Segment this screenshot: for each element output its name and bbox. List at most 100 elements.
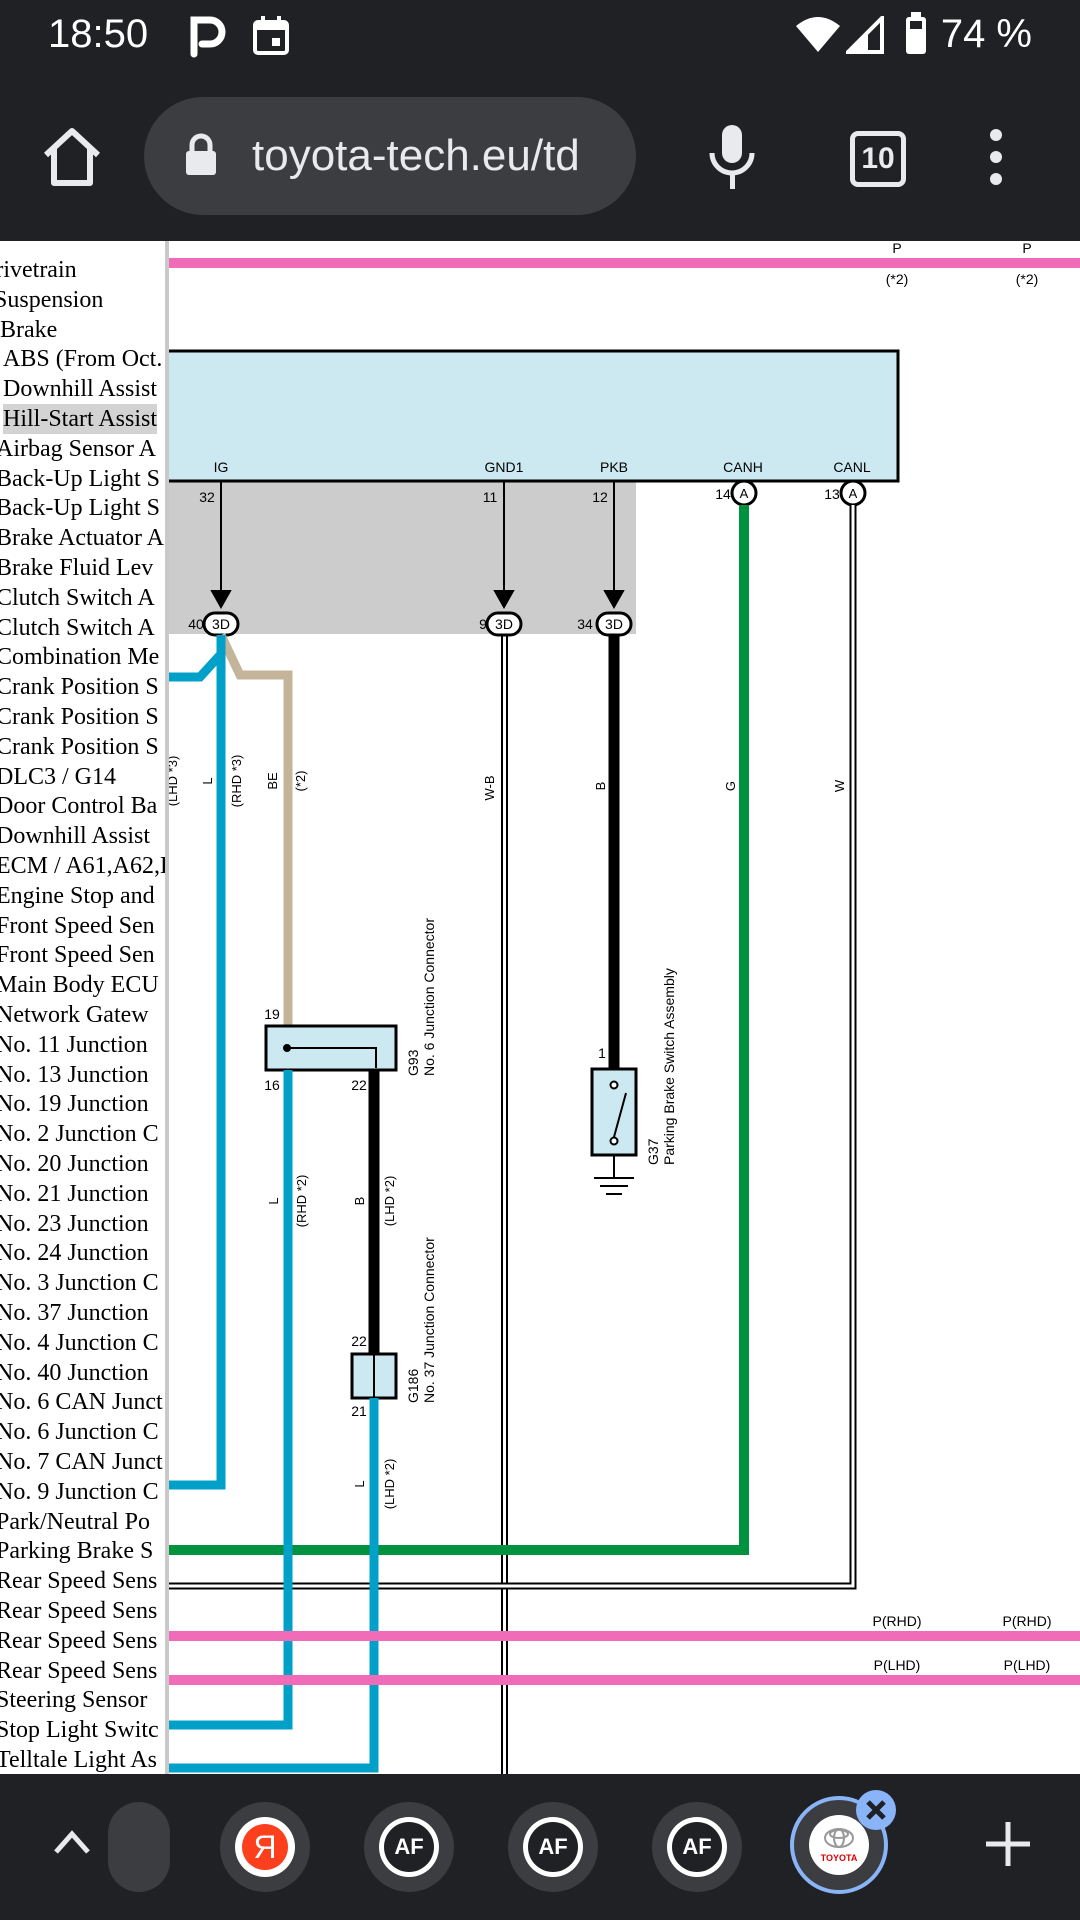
af-icon: AF: [672, 1822, 722, 1872]
sidebar-item[interactable]: Suspension: [0, 286, 104, 313]
chevron-up-icon[interactable]: [52, 1828, 92, 1856]
connector-name: No. 37 Junction Connector: [421, 1237, 437, 1403]
sidebar-item[interactable]: Drivetrain: [0, 257, 77, 283]
sidebar-item[interactable]: Front Speed Sen: [0, 942, 155, 969]
connector-code: G37: [645, 1138, 661, 1165]
plus-icon[interactable]: [984, 1820, 1032, 1868]
sidebar-item[interactable]: Rear Speed Sens: [0, 1627, 158, 1654]
sidebar-item[interactable]: Clutch Switch A: [0, 614, 155, 641]
connector-code: G93: [405, 1049, 421, 1076]
sidebar-item[interactable]: Crank Position S: [0, 733, 159, 760]
wire-label: (*2): [293, 771, 308, 792]
mic-icon[interactable]: [708, 125, 756, 191]
sidebar-item[interactable]: Downhill Assist: [0, 823, 151, 850]
toyota-icon: [824, 1828, 854, 1848]
af-icon: AF: [528, 1822, 578, 1872]
top-label: P: [1022, 241, 1031, 256]
sidebar-item[interactable]: Brake: [0, 316, 58, 343]
sidebar-item[interactable]: ABS (From Oct.: [3, 346, 163, 373]
sidebar-item[interactable]: No. 7 CAN Junct: [0, 1449, 163, 1475]
ecu-box: [158, 349, 900, 483]
sidebar-item[interactable]: No. 2 Junction C: [0, 1121, 159, 1148]
sidebar-item[interactable]: Rear Speed Sens: [0, 1657, 158, 1684]
sidebar-item[interactable]: No. 20 Junction: [0, 1151, 149, 1177]
wire-label: BE: [265, 772, 280, 790]
sidebar-item[interactable]: Crank Position S: [0, 674, 159, 701]
wire-label: (RHD *3): [229, 755, 244, 808]
sidebar-item[interactable]: Network Gatew: [0, 1002, 149, 1028]
tab-count: 10: [861, 142, 895, 175]
sidebar-item[interactable]: No. 6 CAN Junct: [0, 1389, 163, 1416]
tab-af[interactable]: AF: [508, 1802, 598, 1892]
pin-number: 32: [199, 489, 215, 505]
sidebar-item[interactable]: No. 6 Junction C: [0, 1419, 159, 1446]
sidebar-item[interactable]: No. 4 Junction C: [0, 1329, 159, 1356]
connector-3d: [485, 611, 523, 637]
pin-number: 11: [483, 489, 498, 505]
wiring-diagram: P (*2) P (*2) IG GND1 PKB CANH CANL 32 1…: [158, 241, 1080, 1774]
sidebar-item[interactable]: No. 3 Junction C: [0, 1270, 159, 1297]
sidebar-item[interactable]: Parking Brake S: [0, 1538, 154, 1565]
sidebar-item[interactable]: Rear Speed Sens: [0, 1568, 158, 1595]
sidebar-item[interactable]: Park/Neutral Po: [0, 1508, 150, 1535]
sidebar-item[interactable]: Main Body ECU: [0, 972, 159, 999]
battery-percent: 74 %: [940, 12, 1032, 56]
sidebar-item[interactable]: Telltale Light As: [0, 1747, 157, 1773]
af-icon: AF: [384, 1822, 434, 1872]
wire-label: (LHD *2): [382, 1459, 397, 1510]
page-content: P (*2) P (*2) IG GND1 PKB CANH CANL 32 1…: [0, 241, 1080, 1774]
sidebar-item[interactable]: No. 19 Junction: [0, 1091, 149, 1118]
sidebar-item[interactable]: Rear Speed Sens: [0, 1598, 158, 1624]
sidebar-item[interactable]: Back-Up Light S: [0, 465, 160, 492]
sidebar-item[interactable]: Combination Me: [0, 644, 160, 671]
tab-af[interactable]: AF: [364, 1802, 454, 1892]
sidebar-item[interactable]: Crank Position S: [0, 704, 159, 730]
url-text[interactable]: toyota-tech.eu/td: [252, 131, 580, 180]
wire-label: L: [352, 1480, 367, 1487]
lock-icon[interactable]: [184, 133, 218, 177]
wire-label: G: [723, 781, 738, 791]
sidebar-item[interactable]: No. 9 Junction C: [0, 1478, 159, 1505]
sidebar-item[interactable]: Clutch Switch A: [0, 584, 155, 611]
connector-name: No. 6 Junction Connector: [421, 918, 437, 1076]
tab-af[interactable]: AF: [652, 1802, 742, 1892]
sidebar-item[interactable]: No. 23 Junction: [0, 1210, 149, 1237]
sidebar-item[interactable]: Downhill Assist: [3, 376, 158, 403]
close-tab-button[interactable]: [856, 1790, 896, 1830]
close-icon: [866, 1800, 886, 1820]
pink-wire-lhd: [165, 1675, 1080, 1685]
tab-partial[interactable]: [108, 1802, 170, 1892]
sidebar-item[interactable]: No. 21 Junction: [0, 1180, 149, 1207]
tab-yandex[interactable]: Я: [220, 1802, 310, 1892]
sidebar-item[interactable]: Brake Actuator A: [0, 525, 164, 552]
sidebar-item[interactable]: Back-Up Light S: [0, 495, 160, 522]
tab-switcher-button[interactable]: 10: [850, 131, 906, 187]
sidebar-item[interactable]: No. 40 Junction: [0, 1359, 149, 1386]
sidebar-item[interactable]: Airbag Sensor A: [0, 435, 156, 462]
sidebar-item[interactable]: Engine Stop and: [0, 882, 155, 909]
status-bar: 18:50 74 %: [0, 0, 1080, 75]
sidebar-item[interactable]: Stop Light Switc: [0, 1717, 159, 1744]
sidebar-item[interactable]: ECM / A61,A62,E: [0, 853, 169, 879]
wire-w: [165, 505, 855, 1588]
wire-be: [216, 633, 293, 1028]
address-bar[interactable]: toyota-tech.eu/td: [144, 97, 636, 215]
pin-number: 1: [598, 1045, 606, 1061]
sidebar-item[interactable]: No. 13 Junction: [0, 1061, 149, 1088]
sidebar-item[interactable]: DLC3 / G14: [0, 763, 116, 790]
sidebar-item[interactable]: No. 11 Junction: [0, 1031, 148, 1058]
sidebar-item[interactable]: Front Speed Sen: [0, 912, 155, 939]
pin-name-canl: CANL: [833, 459, 871, 475]
sidebar[interactable]: DrivetrainSuspensionBrakeABS (From Oct. D…: [0, 241, 169, 1774]
sidebar-item[interactable]: No. 24 Junction: [0, 1240, 149, 1267]
pink-wire-top: [165, 258, 1080, 268]
sidebar-item[interactable]: Steering Sensor: [0, 1687, 148, 1714]
sidebar-item[interactable]: Brake Fluid Lev: [0, 555, 154, 581]
sidebar-item[interactable]: Hill-Start Assist: [3, 404, 158, 434]
pin-number: 12: [592, 489, 608, 505]
sidebar-item[interactable]: Door Control Ba: [0, 793, 158, 820]
sidebar-item[interactable]: No. 37 Junction: [0, 1300, 149, 1326]
wire-label: B: [593, 782, 608, 791]
more-icon[interactable]: [984, 125, 1008, 189]
home-icon[interactable]: [40, 125, 104, 189]
